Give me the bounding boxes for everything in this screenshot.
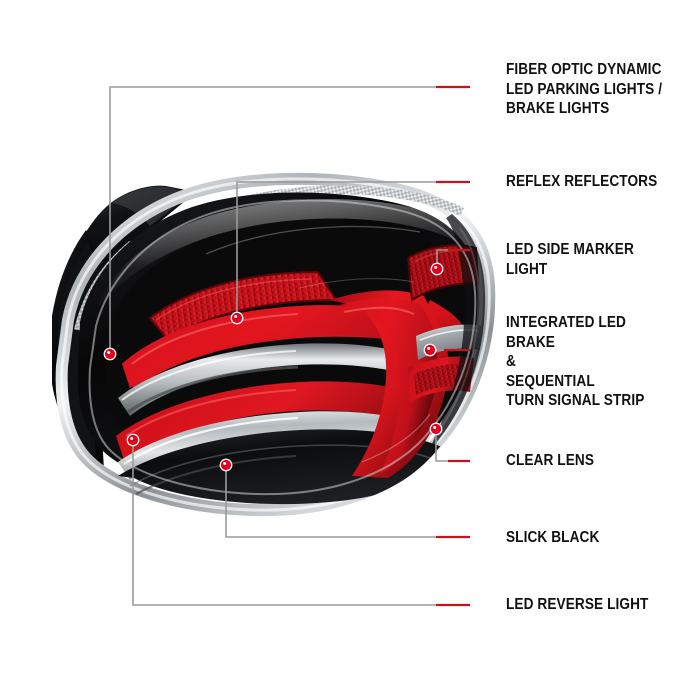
callout-marker-reflex-reflectors[interactable] [230,311,244,325]
callout-marker-led-side-marker-light[interactable] [430,262,444,276]
brake-light-band-lower [116,381,440,466]
leader-line-fiber-optic-dynamic-led-parking-brake [109,86,470,354]
callout-marker-integrated-led-brake-sequential-turn-signal[interactable] [423,343,437,357]
callout-label-fiber-optic-dynamic-led-parking-brake: FIBER OPTIC DYNAMIC LED PARKING LIGHTS /… [506,61,663,117]
callout-marker-fiber-optic-dynamic-led-parking-brake[interactable] [103,347,117,361]
callout-label-clear-lens: CLEAR LENS [506,452,595,469]
callout-label-slick-black: SLICK BLACK [506,529,600,546]
leader-line-reflex-reflectors [236,181,470,318]
sequential-turn-signal-strip [118,343,440,416]
inner-trim [88,199,477,496]
callout-marker-clear-lens[interactable] [429,422,443,436]
callout-label-led-side-marker-light: LED SIDE MARKER LIGHT [506,241,634,278]
leader-line-led-reverse-light [132,440,470,606]
callout-label-integrated-led-brake-sequential-turn-signal: INTEGRATED LED BRAKE & SEQUENTIAL TURN S… [506,314,645,409]
callout-marker-led-reverse-light[interactable] [126,433,140,447]
lens-body [77,192,486,505]
reverse-light-lens [118,411,432,480]
callout-label-led-reverse-light: LED REVERSE LIGHT [506,596,649,613]
callout-marker-slick-black[interactable] [219,458,233,472]
callout-label-reflex-reflectors: REFLEX REFLECTORS [506,173,658,190]
leader-line-slick-black [225,465,470,538]
lower-right-reflector [408,356,474,402]
leader-line-clear-lens [435,429,470,462]
